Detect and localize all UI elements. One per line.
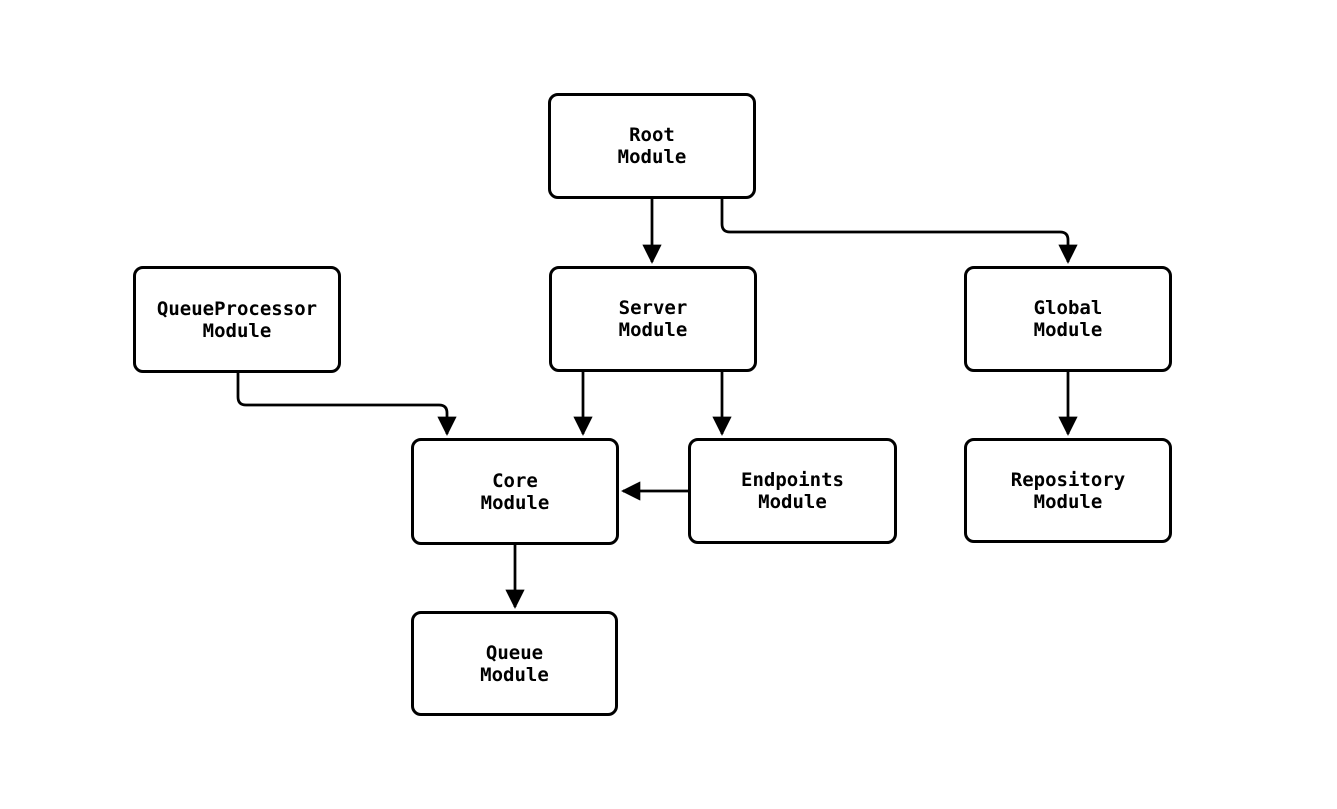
node-root-module: Root Module [548, 93, 756, 199]
edge-root-to-global [720, 199, 1078, 264]
edge-queueprocessor-to-core [236, 373, 457, 436]
node-endpoints-module: Endpoints Module [688, 438, 897, 544]
node-label: Root Module [617, 124, 687, 168]
node-core-module: Core Module [411, 438, 619, 545]
node-queue-module: Queue Module [411, 611, 618, 716]
node-server-module: Server Module [549, 266, 757, 372]
node-queueprocessor-module: QueueProcessor Module [133, 266, 341, 373]
node-global-module: Global Module [964, 266, 1172, 372]
node-label: Endpoints Module [741, 469, 844, 513]
node-label: Server Module [618, 297, 688, 341]
node-label: Queue Module [480, 641, 549, 686]
node-label: Core Module [480, 469, 550, 514]
node-label: Repository Module [1010, 468, 1126, 513]
node-repository-module: Repository Module [964, 438, 1172, 543]
node-label: QueueProcessor Module [156, 297, 318, 342]
node-label: Global Module [1033, 297, 1103, 341]
